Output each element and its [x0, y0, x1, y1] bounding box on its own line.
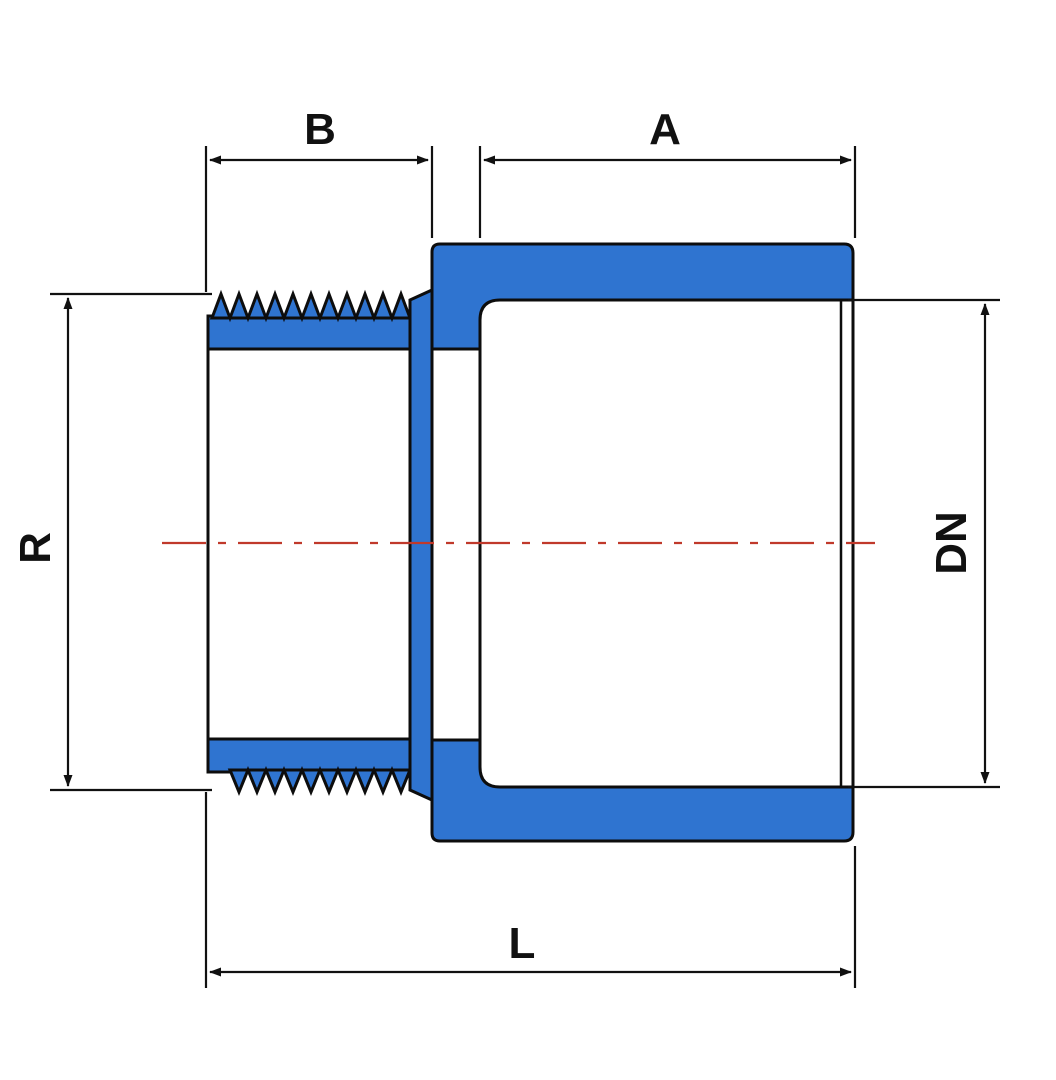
thread-wall-bottom	[206, 737, 432, 774]
thread-teeth-bottom	[227, 766, 413, 796]
label-l: L	[509, 919, 536, 968]
thread-teeth-top	[209, 289, 413, 323]
label-r: R	[11, 532, 60, 564]
thread-wall-top	[206, 314, 432, 351]
label-b: B	[304, 105, 336, 154]
extension-lines	[50, 146, 1000, 988]
dimension-lines	[63, 155, 990, 977]
socket-shell	[430, 242, 855, 843]
label-a: A	[649, 105, 681, 154]
label-dn: DN	[927, 511, 976, 575]
shoulder-collar	[408, 287, 434, 803]
